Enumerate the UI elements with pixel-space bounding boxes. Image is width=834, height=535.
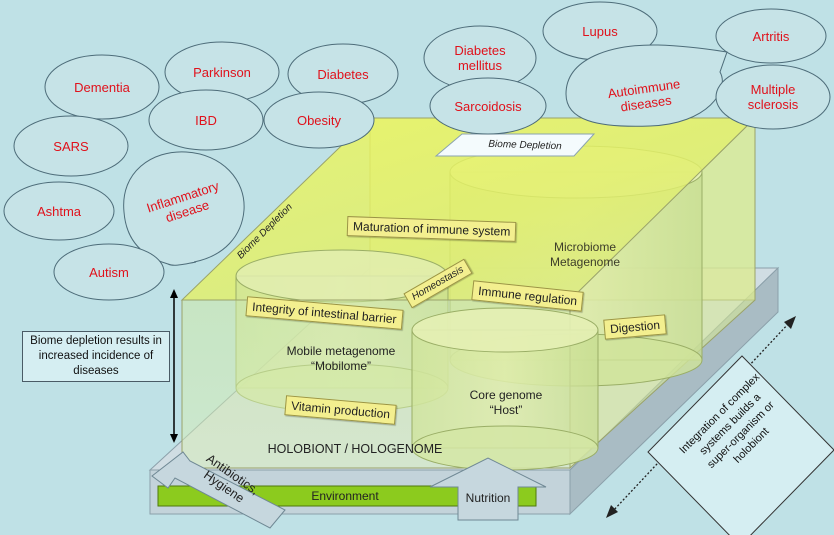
dementia-bubble <box>44 54 160 120</box>
disease-ibd: IBD <box>195 112 217 128</box>
obesity-bubble <box>263 91 375 149</box>
disease-obesity: Obesity <box>296 112 342 128</box>
nutrition-arrow <box>429 457 547 521</box>
disease-artritis: Artritis <box>752 28 790 44</box>
core-cylinder-top <box>411 307 599 353</box>
disease-ashtma: Ashtma <box>36 203 82 219</box>
disease-autism: Autism <box>89 264 129 280</box>
disease-diabetes: Diabetes <box>317 66 369 82</box>
disease-diabetes-mellitus: Diabetes mellitus <box>454 43 506 73</box>
holobiont-label: HOLOBIONT / HOLOGENOME <box>267 442 443 456</box>
ashtma-bubble <box>3 181 115 241</box>
integration-note-box <box>647 355 834 535</box>
disease-sarcoidosis: Sarcoidosis <box>454 98 522 114</box>
nutrition-label: Nutrition <box>465 491 511 505</box>
right-arrow-head-top <box>784 316 796 329</box>
environment-label: Environment <box>311 489 379 503</box>
left-arrow-head-bottom <box>170 434 178 443</box>
right-double-arrow <box>611 321 791 513</box>
artritis-bubble <box>715 8 827 64</box>
multiple-sclerosis-bubble <box>715 64 831 130</box>
disease-lupus: Lupus <box>582 23 618 39</box>
antibiotics-arrow <box>151 451 286 529</box>
mobilome-label: Mobile metagenome “Mobilome” <box>286 344 396 373</box>
disease-sars: SARS <box>53 138 89 154</box>
biome-depletion-note: Biome depletion results in increased inc… <box>22 331 170 382</box>
disease-multiple-sclerosis: Multiple sclerosis <box>747 82 799 112</box>
ibd-bubble <box>148 89 264 151</box>
autism-bubble <box>53 243 165 301</box>
left-arrow-head-top <box>170 289 178 298</box>
disease-parkinson: Parkinson <box>193 64 251 80</box>
sars-bubble <box>13 115 129 177</box>
autoimmune-bubble <box>565 44 728 127</box>
sarcoidosis-bubble <box>429 77 547 135</box>
right-arrow-head-bottom <box>606 505 618 518</box>
biome-depletion-sign <box>434 133 596 157</box>
core-genome-label: Core genome “Host” <box>469 388 543 417</box>
inflammatory-bubble <box>123 151 245 266</box>
microbiome-label: Microbiome Metagenome <box>549 240 621 269</box>
disease-dementia: Dementia <box>74 79 130 95</box>
